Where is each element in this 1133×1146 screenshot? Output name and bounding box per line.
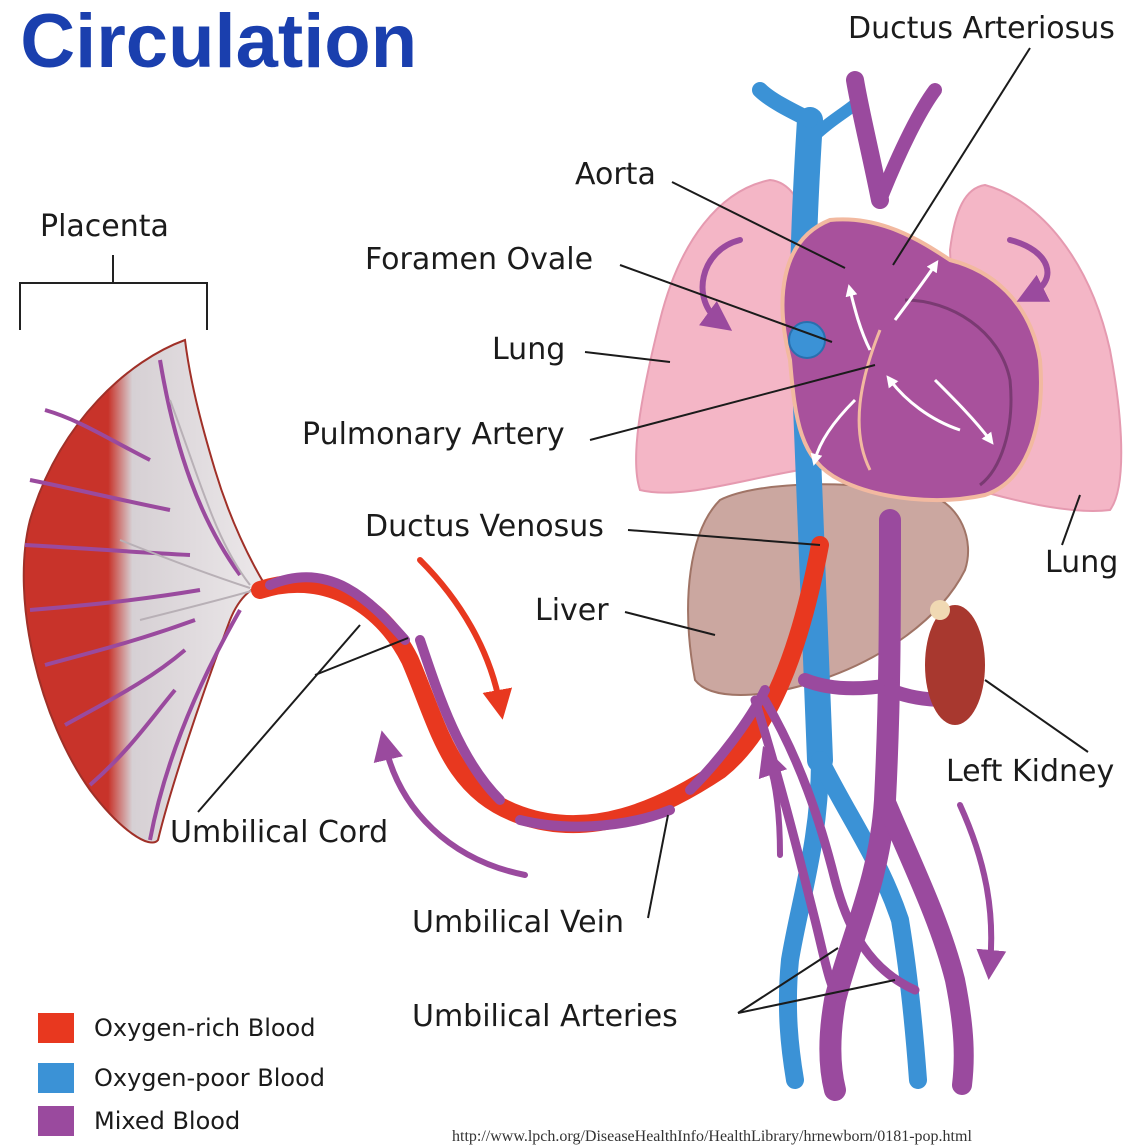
label-pulmonary-artery: Pulmonary Artery: [302, 420, 565, 450]
label-foramen-ovale: Foramen Ovale: [365, 245, 593, 275]
label-ductus-venosus: Ductus Venosus: [365, 512, 604, 542]
label-aorta: Aorta: [575, 160, 656, 190]
legend-item-oxygen-poor: Oxygen-poor Blood: [38, 1063, 325, 1093]
page-title: l Circulation: [0, 0, 417, 85]
label-ductus-arteriosus: Ductus Arteriosus: [848, 14, 1115, 44]
placenta: [24, 340, 265, 843]
legend-item-oxygen-rich: Oxygen-rich Blood: [38, 1013, 315, 1043]
source-url: http://www.lpch.org/DiseaseHealthInfo/He…: [452, 1128, 972, 1146]
placenta-bracket: [20, 255, 207, 330]
label-umbilical-arteries: Umbilical Arteries: [412, 1002, 678, 1032]
legend-swatch-oxygen-rich: [38, 1013, 74, 1043]
legend-swatch-mixed: [38, 1106, 74, 1136]
legend-label: Oxygen-poor Blood: [94, 1064, 325, 1092]
legend-label: Mixed Blood: [94, 1107, 240, 1135]
label-lung-left: Lung: [492, 335, 565, 365]
legend-item-mixed: Mixed Blood: [38, 1106, 240, 1136]
legend-swatch-oxygen-poor: [38, 1063, 74, 1093]
left-kidney: [925, 600, 985, 725]
label-umbilical-cord: Umbilical Cord: [170, 818, 388, 848]
label-lung-right: Lung: [1045, 548, 1118, 578]
label-umbilical-vein: Umbilical Vein: [412, 908, 624, 938]
legend-label: Oxygen-rich Blood: [94, 1014, 315, 1042]
label-liver: Liver: [535, 596, 609, 626]
label-placenta: Placenta: [40, 212, 169, 242]
label-left-kidney: Left Kidney: [946, 757, 1114, 787]
